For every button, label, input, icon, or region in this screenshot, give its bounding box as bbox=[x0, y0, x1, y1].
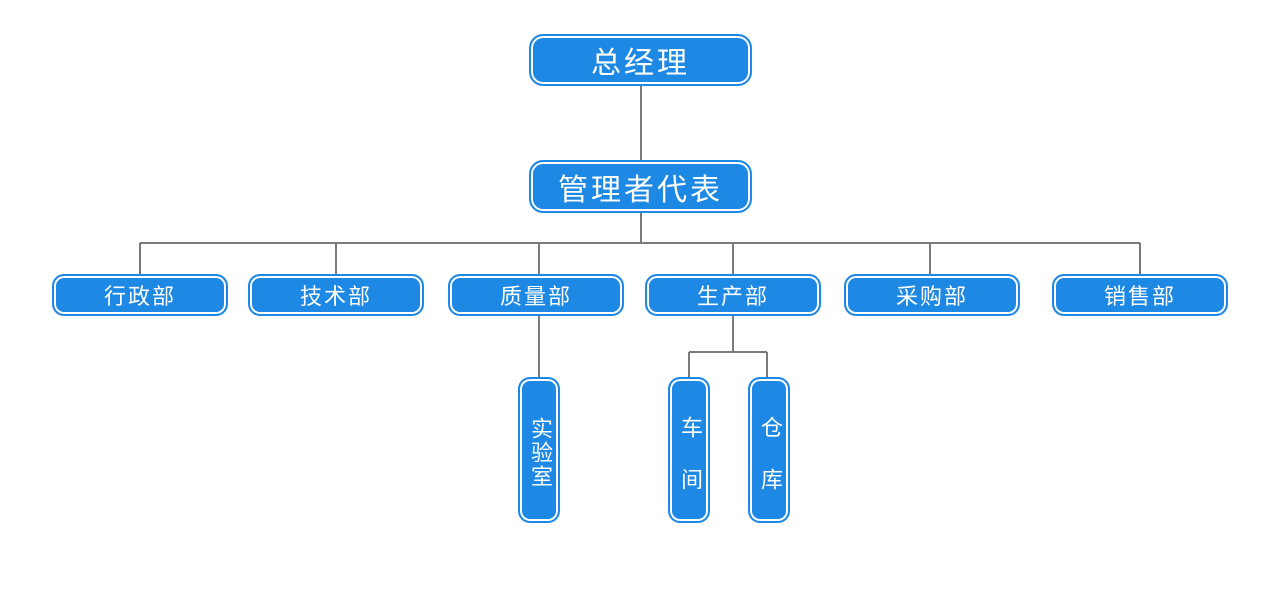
department-sales-node: 销售部 bbox=[1052, 274, 1228, 316]
warehouse-label: 仓库 bbox=[757, 416, 782, 520]
laboratory-label: 实验室 bbox=[527, 417, 552, 489]
workshop-label: 车间 bbox=[677, 416, 702, 520]
department-purchasing-node: 采购部 bbox=[844, 274, 1020, 316]
management-representative-node: 管理者代表 bbox=[529, 160, 752, 213]
department-tech-node: 技术部 bbox=[248, 274, 424, 316]
laboratory-node: 实验室 bbox=[518, 377, 560, 523]
department-quality-node: 质量部 bbox=[448, 274, 624, 316]
general-manager-node: 总经理 bbox=[529, 34, 752, 86]
workshop-node: 车间 bbox=[668, 377, 710, 523]
warehouse-node: 仓库 bbox=[748, 377, 790, 523]
department-admin-node: 行政部 bbox=[52, 274, 228, 316]
department-production-node: 生产部 bbox=[645, 274, 821, 316]
